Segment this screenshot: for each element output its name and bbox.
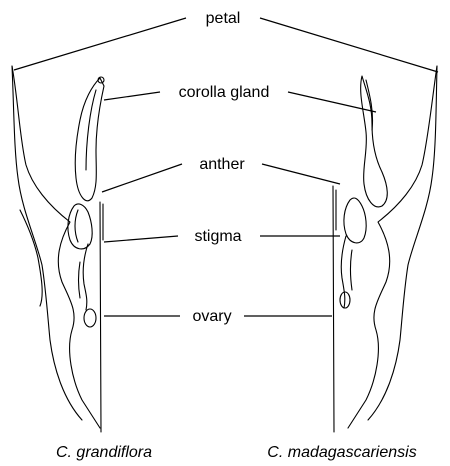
label-anther: anther — [199, 156, 245, 173]
label-stigma: stigma — [194, 228, 241, 245]
label-ovary: ovary — [192, 308, 231, 325]
label-petal: petal — [206, 10, 241, 27]
caption-right: C. madagascariensis — [267, 444, 416, 461]
caption-left: C. grandiflora — [56, 444, 152, 461]
left-flower-drawing — [12, 66, 104, 432]
label-corolla-gland: corolla gland — [179, 84, 270, 101]
right-flower-drawing — [333, 66, 437, 432]
